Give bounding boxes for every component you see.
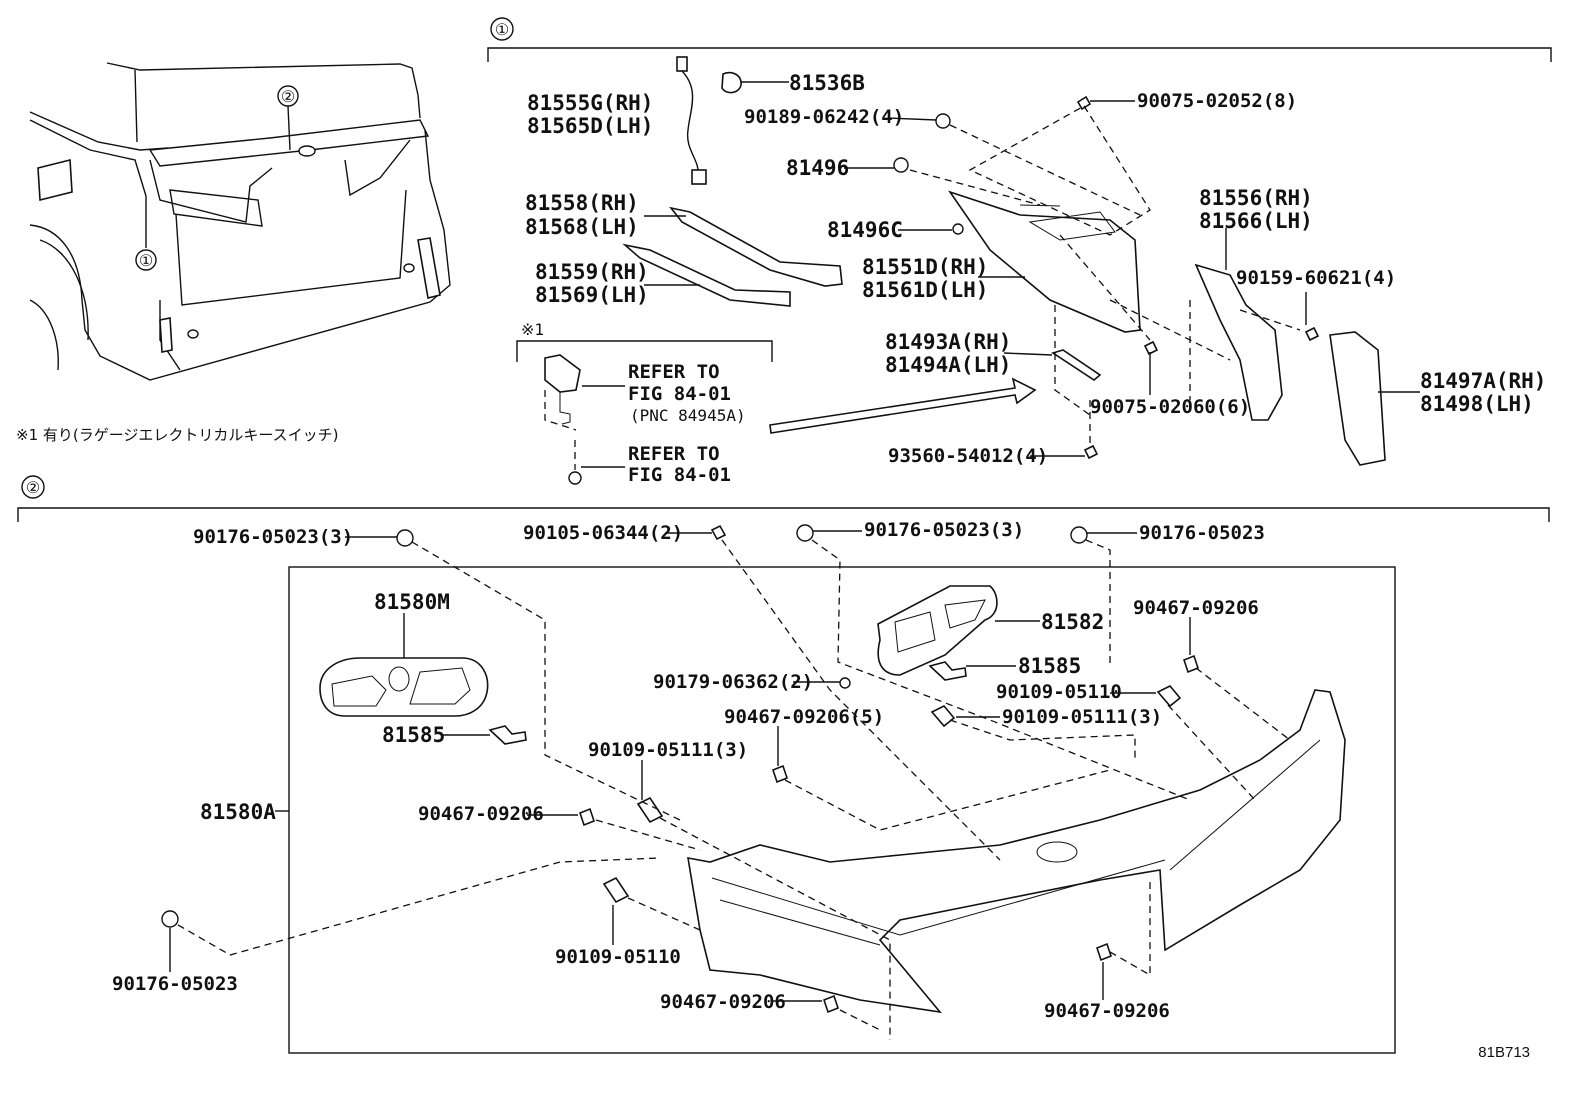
vehicle-inset: ② ① bbox=[29, 62, 451, 381]
section-1-bracket bbox=[487, 47, 1552, 62]
section-2-marker: ② bbox=[26, 478, 40, 497]
label-81569: 81569(LH) bbox=[535, 283, 649, 307]
leader-lines-s1 bbox=[844, 100, 1420, 457]
bracket-part bbox=[1051, 349, 1102, 381]
label-81580A: 81580A bbox=[200, 800, 276, 824]
tail-lamp-part bbox=[947, 190, 1141, 333]
label-90189: 90189-06242(4) bbox=[744, 106, 904, 128]
refer-2-line2: FIG 84-01 bbox=[628, 464, 731, 486]
assembly-frame bbox=[288, 566, 1396, 1054]
section-2: ② bbox=[17, 475, 1550, 1054]
label-81555G: 81555G(RH) bbox=[527, 91, 653, 115]
molding-lower-part bbox=[622, 243, 791, 307]
key-part-2 bbox=[928, 661, 967, 681]
label-90467-e: 90467-09206 bbox=[1044, 1000, 1170, 1022]
label-81496C: 81496C bbox=[827, 218, 903, 242]
label-81493A: 81493A(RH) bbox=[885, 330, 1011, 354]
label-90467-b: 90467-09206(5) bbox=[724, 706, 884, 728]
screw-part bbox=[568, 471, 582, 485]
label-81585-b: 81585 bbox=[1018, 654, 1081, 678]
label-90109-a: 90109-05110 bbox=[996, 681, 1122, 703]
star-note-mark: ※1 bbox=[521, 320, 544, 339]
lamp-gasket-part bbox=[1194, 263, 1283, 421]
molding-upper-part bbox=[669, 206, 843, 287]
label-93560: 93560-54012(4) bbox=[888, 445, 1048, 467]
label-90109-d: 90109-05110 bbox=[555, 946, 681, 968]
label-81582: 81582 bbox=[1041, 610, 1104, 634]
garnish-plate-part bbox=[319, 657, 489, 717]
inset-callout-2 bbox=[277, 85, 299, 107]
label-81558: 81558(RH) bbox=[525, 191, 639, 215]
back-door-garnish-part bbox=[687, 689, 1346, 1014]
reflector-part bbox=[1329, 331, 1386, 466]
label-81565D: 81565D(LH) bbox=[527, 114, 653, 138]
label-81580M: 81580M bbox=[374, 590, 450, 614]
refer-1-line3: (PNC 84945A) bbox=[630, 406, 746, 425]
inset-callout-2-text: ② bbox=[281, 87, 295, 106]
label-81568: 81568(LH) bbox=[525, 215, 639, 239]
garnish-plate-part-2 bbox=[877, 585, 998, 676]
option-note: ※1 有り(ラゲージエレクトリカルキースイッチ) bbox=[16, 426, 339, 444]
inset-callout-1 bbox=[135, 249, 157, 271]
label-81494A: 81494A(LH) bbox=[885, 353, 1011, 377]
label-90105: 90105-06344(2) bbox=[523, 522, 683, 544]
label-81561D: 81561D(LH) bbox=[862, 278, 988, 302]
section-1-marker: ① bbox=[495, 20, 509, 39]
luggage-switch-part bbox=[544, 354, 625, 485]
section-1: ① bbox=[487, 17, 1552, 486]
label-90075-02052: 90075-02052(8) bbox=[1137, 90, 1297, 112]
refer-2-line1: REFER TO bbox=[628, 443, 720, 465]
label-90467-c: 90467-09206 bbox=[418, 803, 544, 825]
section-2-bracket bbox=[17, 507, 1550, 522]
inset-callout-1-text: ① bbox=[139, 251, 153, 270]
label-90467-a: 90467-09206 bbox=[1133, 597, 1259, 619]
label-90176-d: 90176-05023 bbox=[112, 973, 238, 995]
refer-1-line2: FIG 84-01 bbox=[628, 383, 731, 405]
label-81496: 81496 bbox=[786, 156, 849, 180]
label-90109-c: 90109-05111(3) bbox=[1002, 706, 1162, 728]
wire-harness-part bbox=[676, 56, 789, 185]
label-81536B: 81536B bbox=[789, 71, 865, 95]
label-90467-d: 90467-09206 bbox=[660, 991, 786, 1013]
label-90159: 90159-60621(4) bbox=[1236, 267, 1396, 289]
label-81498: 81498(LH) bbox=[1420, 392, 1534, 416]
grommet-part bbox=[721, 71, 742, 94]
diagram-code: 81B713 bbox=[1478, 1044, 1530, 1061]
fasteners-s2 bbox=[161, 524, 1199, 1014]
label-81559: 81559(RH) bbox=[535, 260, 649, 284]
label-90176-c: 90176-05023 bbox=[1139, 522, 1265, 544]
label-90176-b: 90176-05023(3) bbox=[864, 519, 1024, 541]
label-81566: 81566(LH) bbox=[1199, 209, 1313, 233]
label-81551D: 81551D(RH) bbox=[862, 255, 988, 279]
label-81556: 81556(RH) bbox=[1199, 186, 1313, 210]
leader-lines-s2 bbox=[169, 530, 1191, 1002]
label-90179: 90179-06362(2) bbox=[653, 671, 813, 693]
label-81585-a: 81585 bbox=[382, 723, 445, 747]
label-90176-a: 90176-05023(3) bbox=[193, 526, 353, 548]
refer-1-line1: REFER TO bbox=[628, 361, 720, 383]
fasteners-s1 bbox=[893, 95, 1320, 460]
label-81497A: 81497A(RH) bbox=[1420, 369, 1546, 393]
label-90075-02060: 90075-02060(6) bbox=[1090, 396, 1250, 418]
direction-arrow bbox=[769, 377, 1037, 434]
key-part-1 bbox=[488, 725, 527, 745]
label-90109-b: 90109-05111(3) bbox=[588, 739, 748, 761]
